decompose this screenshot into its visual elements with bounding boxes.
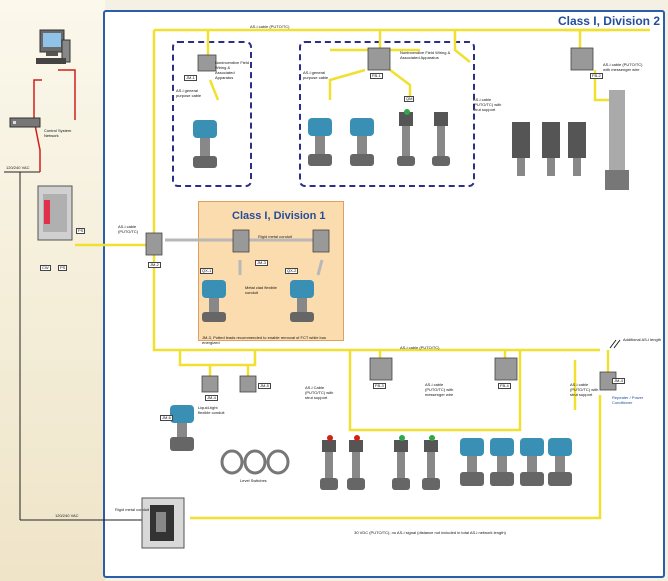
bottom-strut-note-2: AS-i cable (PUTO/TC) with strut support xyxy=(570,382,599,397)
tag-qm: QM xyxy=(404,96,415,102)
asi-cable-network xyxy=(75,28,650,520)
ps-tag: PS xyxy=(76,228,86,234)
valve-actuators xyxy=(170,90,629,490)
liquid-tight-label: Liquid-tight flexible conduit xyxy=(198,405,225,415)
additional-length-label: Additional AS-i length xyxy=(623,337,662,342)
tag-repeater: JM-4 xyxy=(612,378,625,384)
junction-modules xyxy=(145,47,617,393)
cw-tag: CW xyxy=(40,265,51,271)
strut-support-note: AS-i cable (PUTO/TC) with strut support xyxy=(473,97,502,112)
division1-note: JM-3, Potted leads recommended to enable… xyxy=(202,335,326,345)
fieldbus-box xyxy=(145,232,163,256)
fieldbus-box xyxy=(312,229,330,253)
control-enclosure-bottom xyxy=(141,497,185,549)
ac-top-label: 120/240 VAC xyxy=(6,165,30,170)
top-cable-label: AS-i cable (PUTO/TC) xyxy=(250,24,290,29)
level-switches-label: Level Switches xyxy=(240,478,267,483)
nonincendive-zone-2 xyxy=(299,41,475,187)
fieldbus-box xyxy=(197,54,217,72)
bottom-power-run xyxy=(190,395,602,520)
ac-bottom-label: 120/240 VAC xyxy=(55,513,79,518)
fieldbus-box xyxy=(369,357,393,381)
metal-clad-label: Metal clad flexible conduit xyxy=(245,285,277,295)
fieldbus-box xyxy=(367,47,391,71)
mid-cable-label: AS-i cable (PUTO/TC) xyxy=(400,345,440,350)
division1-title: Class I, Division 1 xyxy=(232,210,326,222)
nonincendive-note-1: Nonincendive Field Wiring & Associated A… xyxy=(215,60,250,80)
fieldbus-box xyxy=(201,375,219,393)
nonincendive-note-2: Nonincendive Field Wiring & Associated A… xyxy=(400,50,451,60)
repeater-label: Repeater / Power Conditioner xyxy=(612,395,644,405)
tag-fb2: FB-2 xyxy=(590,73,603,79)
control-enclosure-top xyxy=(37,185,73,241)
tag-fb1: FB-1 xyxy=(370,73,383,79)
fieldbus-box xyxy=(232,229,250,253)
tag-jm3: JM-3 xyxy=(255,260,268,266)
status-lights xyxy=(327,109,435,441)
tag-jm4: JM-4 xyxy=(205,395,218,401)
bottom-note: 30 VDC (PUTO/TC); no AS-i signal (distan… xyxy=(354,530,506,535)
nonincendive-zone-1 xyxy=(172,41,252,187)
fieldbus-box xyxy=(239,375,257,393)
rigid-bottom-label: Rigid metal conduit xyxy=(115,507,150,512)
tag-jm2: JM-2 xyxy=(148,262,161,268)
level-switch-loops xyxy=(220,449,290,475)
messenger-wire-note: AS-i cable (PUTO/TC) with messenger wire xyxy=(603,62,643,72)
bottom-messenger-note: AS-i cable (PUTO/TC) with messenger wire xyxy=(425,382,454,397)
ps2-tag: PS xyxy=(58,265,68,271)
network-switch-icon xyxy=(9,117,41,128)
fieldbus-box xyxy=(570,47,594,71)
rigid-conduit-label: Rigid metal conduit xyxy=(258,234,293,239)
general-purpose-note-1: AS-i general purpose cable xyxy=(176,88,202,98)
control-network-label: Control System Network xyxy=(44,128,72,138)
general-purpose-note-2: AS-i general purpose cable xyxy=(303,70,329,80)
fieldbus-box xyxy=(494,357,518,381)
division2-title: Class I, Division 2 xyxy=(557,14,660,28)
computer-icon xyxy=(36,29,71,64)
tag-fb3: FB-3 xyxy=(373,383,386,389)
tag-jm1: JM-1 xyxy=(184,75,197,81)
tag-fb4: FB-4 xyxy=(498,383,511,389)
bottom-strut-note: AS-i Cable (PUTO/TC) with strut support xyxy=(305,385,334,400)
tag-jm6: JM-6 xyxy=(160,415,173,421)
left-cable-label: AS-i cable (PUTO/TC) xyxy=(118,224,139,234)
power-lines xyxy=(4,171,621,521)
tag-jm5: JM-5 xyxy=(258,383,271,389)
left-background xyxy=(0,0,105,581)
main-trunk xyxy=(152,30,600,352)
tag-qx1: QX-1 xyxy=(200,268,214,274)
tag-qx2: QX-2 xyxy=(285,268,299,274)
